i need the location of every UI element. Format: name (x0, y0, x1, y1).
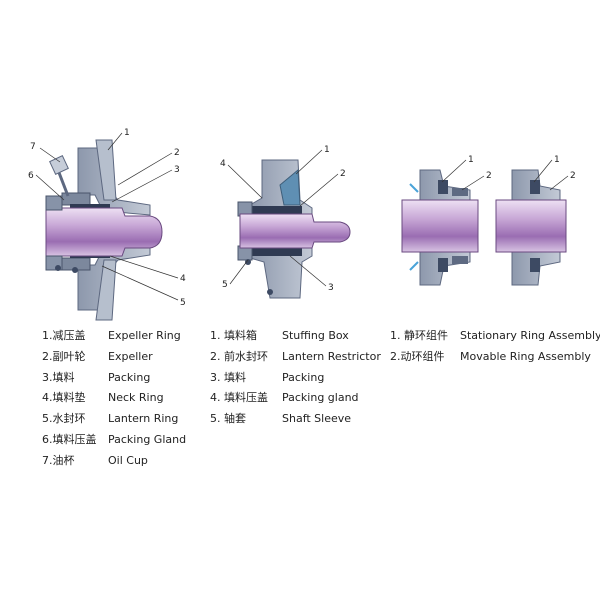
legend-en: Neck Ring (108, 391, 164, 405)
oil-cup (49, 155, 70, 197)
callout-3-1: 1 (468, 155, 474, 165)
leader-lines-1 (35, 132, 179, 301)
callout-2-2: 2 (340, 169, 346, 179)
legend-en: Expeller (108, 349, 153, 363)
shaft-3b (495, 199, 567, 253)
accent-arrow-icon (409, 183, 419, 193)
leader-lines-2 (227, 149, 339, 287)
legend-zh: 2.动环组件 (390, 349, 445, 363)
legend-row: 6.填料压盖 Packing Gland (42, 430, 186, 451)
legend-zh: 4. 填料压盖 (210, 391, 268, 405)
shaft-2 (239, 213, 351, 249)
callout-6: 6 (28, 171, 34, 181)
legend-row: 5.水封环 Lantern Ring (42, 409, 186, 430)
legend-en: Movable Ring Assembly (460, 349, 591, 363)
packing-wedge (279, 168, 301, 206)
legend-row: 7.油杯 Oil Cup (42, 451, 186, 472)
legend-en: Stuffing Box (282, 329, 349, 342)
stationary-ring-left-lower (438, 258, 448, 272)
callout-2-4: 4 (220, 159, 226, 169)
legend-zh: 5. 轴套 (210, 412, 246, 426)
legend-row: 5. 轴套 Shaft Sleeve (210, 409, 381, 430)
legend-en: Lantern Ring (108, 412, 179, 426)
stuffing-box-lower (249, 247, 313, 299)
packing-lower-2 (250, 248, 302, 256)
callout-2-3: 3 (328, 283, 334, 293)
accent-arrow-icon (409, 261, 419, 271)
stationary-ring-right (530, 180, 540, 194)
legend-row: 3.填料 Packing (42, 368, 186, 389)
legend-zh: 4.填料垫 (42, 391, 86, 405)
callout-4: 4 (180, 274, 186, 284)
legend-zh: 1.减压盖 (42, 329, 86, 342)
legend-row: 1.减压盖 Expeller Ring (42, 326, 186, 347)
legend-expeller-seal: 1.减压盖 Expeller Ring 2.副叶轮 Expeller 3.填料 Pac… (42, 326, 186, 472)
bolt-icon (72, 267, 78, 273)
packing-upper-2 (250, 206, 302, 214)
movable-ring-left-lower (452, 256, 468, 264)
legend-zh: 2.副叶轮 (42, 349, 86, 363)
legend-mechanical-seal: 1. 静环组件 Stationary Ring Assembly 2.动环组件 Mo… (390, 326, 600, 368)
callout-2-1: 1 (324, 145, 330, 155)
diagram-packing-seal: 1 2 3 4 5 (220, 145, 351, 299)
callout-3-2: 2 (486, 171, 492, 181)
legend-row: 1. 填料箱 Stuffing Box (210, 326, 381, 347)
legend-en: Packing gland (282, 391, 359, 405)
shaft-3a (401, 199, 479, 253)
legend-zh: 3. 填料 (210, 370, 246, 384)
callout-2-5: 5 (222, 280, 228, 290)
legend-zh: 1. 填料箱 (210, 329, 257, 342)
housing-lower (77, 244, 151, 311)
callout-1: 1 (124, 128, 130, 138)
legend-en: Packing Gland (108, 432, 187, 446)
legend-row: 2.副叶轮 Expeller (42, 347, 186, 368)
legend-zh: 7.油杯 (42, 453, 75, 467)
legend-zh: 2. 前水封环 (210, 349, 268, 363)
callout-2: 2 (174, 148, 180, 158)
legend-row: 1. 静环组件 Stationary Ring Assembly (390, 326, 600, 347)
legend-row: 4. 填料压盖 Packing gland (210, 388, 381, 409)
legend-en: Expeller Ring (108, 329, 181, 342)
bolt-icon (55, 265, 61, 271)
housing-flange-lower (95, 259, 117, 321)
legend-row: 4.填料垫 Neck Ring (42, 388, 186, 409)
bolt-icon (267, 289, 273, 295)
legend-en: Stationary Ring Assembly (460, 329, 600, 342)
leader-lines-3 (441, 159, 569, 191)
stationary-ring-left (438, 180, 448, 194)
legend-zh: 5.水封环 (42, 412, 86, 426)
shaft-1 (45, 207, 163, 257)
legend-row: 2.动环组件 Movable Ring Assembly (390, 347, 600, 368)
diagram-expeller-seal: 1 2 3 4 5 6 7 (28, 128, 186, 321)
callout-3-4: 2 (570, 171, 576, 181)
legend-zh: 3.填料 (42, 370, 75, 384)
legend-en: Packing (282, 370, 325, 384)
callout-3-3: 1 (554, 155, 560, 165)
legend-packing-seal: 1. 填料箱 Stuffing Box 2. 前水封环 Lantern Restri… (210, 326, 381, 430)
legend-en: Shaft Sleeve (282, 412, 352, 426)
legend-en: Lantern Restrictor (282, 349, 381, 363)
callout-7: 7 (30, 142, 36, 152)
legend-en: Packing (108, 370, 151, 384)
movable-ring-left (452, 188, 468, 196)
callout-5: 5 (180, 298, 186, 308)
legend-row: 2. 前水封环 Lantern Restrictor (210, 347, 381, 368)
bolt-icon (245, 259, 251, 265)
legend-zh: 6.填料压盖 (42, 432, 97, 446)
callout-3: 3 (174, 165, 180, 175)
stationary-ring-right-lower (530, 258, 540, 272)
legend-zh: 1. 静环组件 (390, 329, 448, 342)
diagram-mechanical-seal: 1 2 1 2 (401, 155, 576, 286)
legend-en: Oil Cup (108, 453, 148, 467)
packing-upper (70, 204, 110, 210)
legend-row: 3. 填料 Packing (210, 368, 381, 389)
packing-gland (45, 195, 63, 211)
